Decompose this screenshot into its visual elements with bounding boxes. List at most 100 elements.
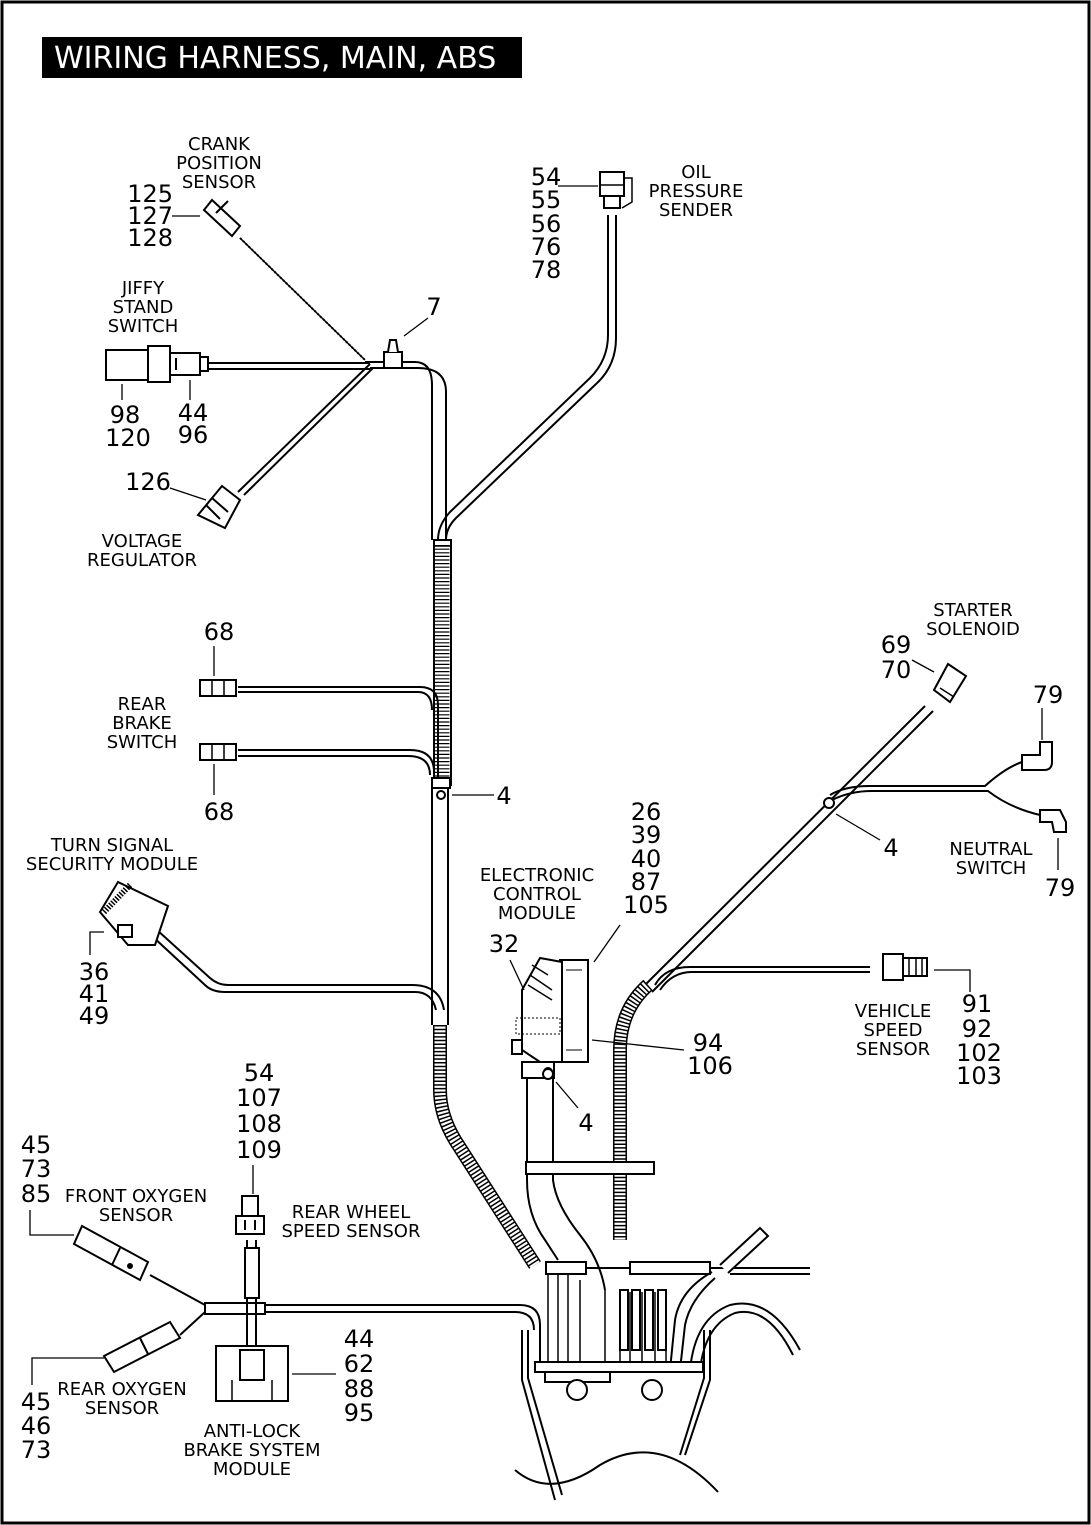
svg-text:55: 55: [531, 186, 562, 214]
svg-text:120: 120: [105, 424, 151, 452]
svg-text:54: 54: [244, 1059, 275, 1087]
turn-signal-security-module-icon: [98, 880, 170, 946]
svg-text:78: 78: [531, 256, 562, 284]
svg-text:103: 103: [956, 1062, 1002, 1090]
svg-text:SWITCH: SWITCH: [956, 858, 1027, 879]
label-rear-oxygen-sensor: REAR OXYGEN SENSOR: [57, 1379, 187, 1419]
svg-text:PRESSURE: PRESSURE: [649, 181, 744, 202]
callout-voltage: 126: [125, 468, 171, 496]
svg-text:46: 46: [21, 1412, 52, 1440]
callout-brake-bottom: 68: [204, 798, 235, 826]
neutral-switch-connector-lower-icon: [1039, 809, 1067, 833]
svg-text:98: 98: [110, 401, 141, 429]
svg-text:ELECTRONIC: ELECTRONIC: [480, 865, 594, 886]
svg-text:109: 109: [236, 1136, 282, 1164]
callout-jiffy-left: 98 120: [105, 401, 151, 452]
abs-module-icon: [215, 1345, 289, 1402]
svg-text:62: 62: [344, 1350, 375, 1378]
rear-brake-wire-upper: [238, 686, 439, 785]
main-trunk-conduit: [433, 539, 452, 786]
svg-text:79: 79: [1045, 874, 1076, 902]
rear-brake-wire-lower: [238, 749, 435, 773]
svg-text:TURN SIGNAL: TURN SIGNAL: [50, 835, 173, 856]
svg-text:WIRING HARNESS, MAIN, ABS: WIRING HARNESS, MAIN, ABS: [54, 41, 496, 76]
neutral-switch-wire-upper: [829, 761, 1023, 796]
svg-text:56: 56: [531, 210, 562, 238]
svg-text:VEHICLE: VEHICLE: [855, 1001, 932, 1022]
ecm-cable-strap-icon: [542, 1068, 554, 1080]
vehicle-speed-sensor-icon: [882, 953, 928, 981]
label-jiffy-stand-switch: JIFFY STAND SWITCH: [108, 278, 179, 337]
svg-text:127: 127: [127, 202, 173, 230]
callout-rear-o2: 45 46 73: [21, 1388, 52, 1464]
harness-clip-icon: [383, 339, 403, 369]
callout-ecm-top: 26 39 40 87 105: [623, 798, 669, 919]
svg-text:73: 73: [21, 1155, 52, 1183]
svg-text:94: 94: [693, 1029, 724, 1057]
callout-brake-top: 68: [204, 618, 235, 646]
o2-junction-wire: [149, 1274, 541, 1370]
svg-text:SECURITY MODULE: SECURITY MODULE: [26, 854, 198, 875]
starter-solenoid-connector-icon: [932, 662, 968, 704]
svg-text:32: 32: [489, 930, 520, 958]
oil-pressure-sender-icon: [599, 171, 633, 209]
svg-text:REAR: REAR: [118, 694, 167, 715]
voltage-regulator-wire: [237, 363, 371, 493]
label-neutral-switch: NEUTRAL SWITCH: [949, 839, 1032, 879]
svg-text:REGULATOR: REGULATOR: [87, 550, 197, 571]
svg-text:70: 70: [881, 656, 912, 684]
callout-neutral-bottom: 79: [1045, 874, 1076, 902]
svg-text:88: 88: [344, 1375, 375, 1403]
label-front-oxygen-sensor: FRONT OXYGEN SENSOR: [65, 1186, 207, 1226]
svg-text:54: 54: [531, 163, 562, 191]
callout-clip-top: 7: [426, 293, 441, 321]
svg-text:44: 44: [178, 399, 209, 427]
callout-neutral-top: 79: [1033, 681, 1064, 709]
svg-text:44: 44: [344, 1325, 375, 1353]
callout-starter: 69 70: [881, 631, 912, 684]
callout-ecm-left: 32: [489, 930, 520, 958]
electronic-control-module-icon: [511, 956, 589, 1079]
svg-text:91: 91: [962, 990, 993, 1018]
rear-brake-switch-upper-icon: [199, 679, 237, 697]
frame-bracket: [521, 1330, 711, 1501]
svg-text:40: 40: [631, 845, 662, 873]
svg-text:92: 92: [962, 1015, 993, 1043]
rear-oxygen-sensor-icon: [102, 1320, 182, 1374]
label-oil-pressure-sender: OIL PRESSURE SENDER: [649, 162, 744, 221]
svg-text:108: 108: [236, 1110, 282, 1138]
label-electronic-control-module: ELECTRONIC CONTROL MODULE: [480, 865, 594, 924]
svg-text:SOLENOID: SOLENOID: [926, 619, 1020, 640]
neutral-switch-connector-upper-icon: [1021, 741, 1053, 771]
voltage-regulator-connector-icon: [196, 484, 242, 530]
front-oxygen-sensor-icon: [72, 1224, 150, 1282]
svg-text:79: 79: [1033, 681, 1064, 709]
svg-text:JIFFY: JIFFY: [121, 278, 165, 299]
cable-strap-icon: [431, 777, 451, 800]
svg-text:STAND: STAND: [113, 297, 174, 318]
svg-text:SENSOR: SENSOR: [85, 1398, 159, 1419]
svg-text:REAR OXYGEN: REAR OXYGEN: [57, 1379, 187, 1400]
label-rear-wheel-speed-sensor: REAR WHEEL SPEED SENSOR: [282, 1202, 421, 1242]
svg-text:26: 26: [631, 798, 662, 826]
svg-text:126: 126: [125, 468, 171, 496]
callout-vss: 91 92 102 103: [956, 990, 1002, 1090]
svg-text:CRANK: CRANK: [188, 134, 251, 155]
label-voltage-regulator: VOLTAGE REGULATOR: [87, 531, 197, 571]
svg-text:106: 106: [687, 1052, 733, 1080]
svg-text:68: 68: [204, 798, 235, 826]
svg-text:73: 73: [21, 1436, 52, 1464]
callout-rear-wheel: 54 107 108 109: [236, 1059, 282, 1164]
right-cable-strap-icon: [823, 797, 835, 809]
turn-signal-wire: [151, 935, 437, 1011]
svg-text:49: 49: [79, 1002, 110, 1030]
crank-position-sensor-icon: [202, 198, 242, 238]
svg-text:85: 85: [21, 1180, 52, 1208]
leader-lines: [29, 185, 1059, 1385]
callout-ecm-right: 94 106: [687, 1029, 733, 1080]
callout-clip-right: 4: [883, 834, 898, 862]
svg-text:SENSOR: SENSOR: [182, 172, 256, 193]
vss-wire: [654, 966, 870, 986]
callout-oil: 54 55 56 76 78: [531, 163, 562, 284]
